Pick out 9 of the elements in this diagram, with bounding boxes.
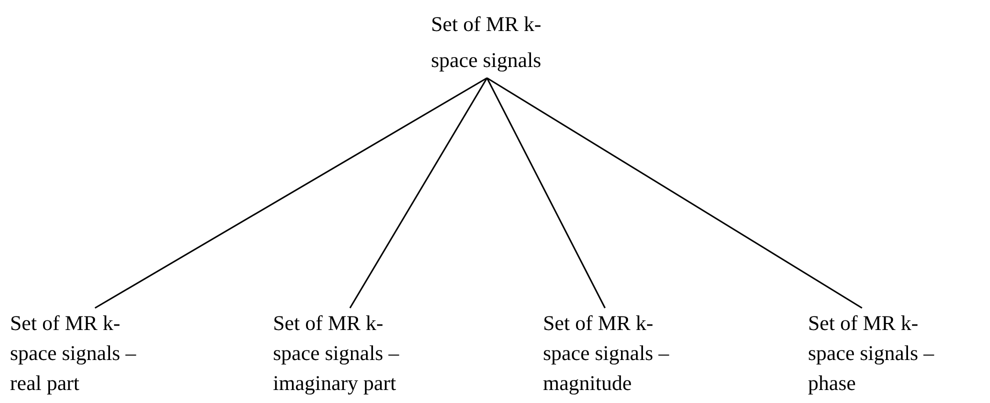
- connector-line: [349, 78, 488, 308]
- tree-node-label: Set of MR k-space signals: [431, 6, 572, 78]
- tree-node-label: Set of MR k-space signals – real part: [10, 308, 151, 398]
- tree-node-label: Set of MR k-space signals – phase: [808, 308, 949, 398]
- tree-node-label: Set of MR k-space signals – magnitude: [543, 308, 684, 398]
- connector-line: [94, 77, 488, 309]
- connector-line: [486, 78, 606, 308]
- tree-node-label: Set of MR k-space signals – imaginary part: [273, 308, 414, 398]
- connector-line: [486, 77, 862, 309]
